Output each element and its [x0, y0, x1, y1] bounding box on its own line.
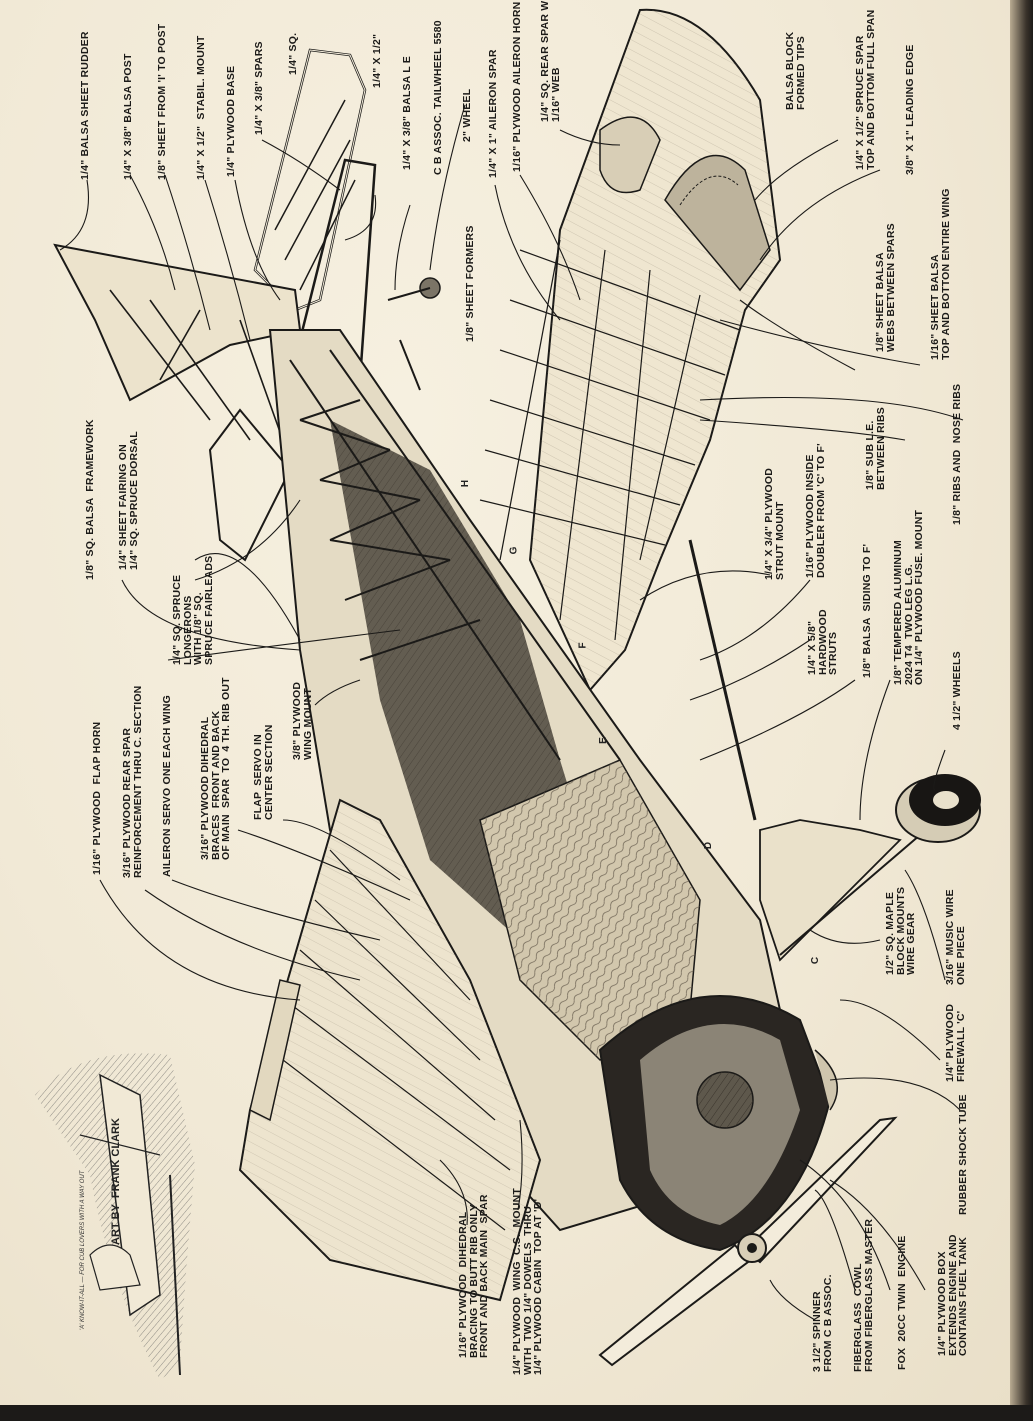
label-balsa-post: 1/4" X 3/8" BALSA POST [122, 53, 134, 180]
label-two-inch-wheel: 2" WHEEL [461, 88, 473, 142]
landing-gear [387, 277, 981, 962]
label-aileron-spar: 1/4" X 1" AILERON SPAR [487, 49, 499, 178]
right-wing [479, 8, 782, 692]
label-quarter-sq: 1/4" SQ. [287, 32, 299, 75]
label-aileron-horn: 1/16" PLYWOOD AILERON HORN [511, 1, 523, 172]
label-sub-le: 1/8" SUB L.E.BETWEEN RIBS [864, 407, 887, 490]
label-aileron-servo: AILERON SERVO ONE EACH WING [161, 695, 173, 877]
label-sheet-post: 1/8" SHEET FROM 'I' TO POST [156, 23, 168, 180]
label-tailwheel: C B ASSOC. TAILWHEEL 5580 [432, 20, 444, 175]
label-engine: FOX 20CC TWIN ENGINE [896, 1235, 908, 1371]
propeller [598, 1116, 898, 1367]
label-balsa-framework: 1/8" SQ. BALSA FRAMEWORK [84, 419, 96, 580]
label-sheet-formers: 1/8" SHEET FORMERS [464, 225, 476, 342]
left-wing [238, 798, 542, 1302]
vignette-caption: 'A' KNOW-IT-ALL — FOR CUB LOVERS WITH A … [80, 1170, 86, 1330]
label-balsa-le: 1/4" X 3/8" BALSA L E [401, 56, 413, 170]
magazine-page: H G F E D C 1/4" BALSA SHEET RUDDER 1/4"… [0, 0, 1020, 1405]
station-letter: D [703, 841, 715, 850]
fuselage [268, 329, 838, 1252]
label-leading-edge: 3/8" X 1" LEADING EDGE [904, 44, 916, 175]
label-rudder: 1/4" BALSA SHEET RUDDER [79, 31, 91, 180]
label-ribs: 1/8" RIBS AND NOSE RIBS [951, 383, 963, 525]
label-plywood-base: 1/4" PLYWOOD BASE [225, 65, 237, 177]
station-letter: C [810, 956, 822, 965]
station-letter: F [577, 642, 589, 649]
station-letter: H [460, 479, 472, 488]
station-letter: G [508, 546, 520, 555]
art-credit: ART BY FRANK CLARK [110, 1118, 122, 1245]
label-stabil-mount: 1/4" X 1/2" STABIL. MOUNT [195, 35, 207, 180]
label-shock-tube: RUBBER SHOCK TUBE [957, 1094, 969, 1215]
page-edge-shadow [1010, 0, 1033, 1405]
label-balsa-siding: 1/8" BALSA SIDING TO F' [861, 543, 873, 678]
label-wheels: 4 1/2" WHEELS [951, 651, 963, 730]
label-spars: 1/4" X 3/8" SPARS [253, 41, 265, 135]
label-flap-horn: 1/16" PLYWOOD FLAP HORN [91, 721, 103, 875]
tail-surfaces [53, 48, 377, 562]
vignette-sketch [35, 1053, 195, 1380]
station-letter: E [597, 737, 609, 744]
cutaway-drawing [53, 8, 981, 1367]
leader-lines [59, 104, 964, 1321]
label-quarter-half: 1/4" X 1/2" [371, 33, 383, 88]
